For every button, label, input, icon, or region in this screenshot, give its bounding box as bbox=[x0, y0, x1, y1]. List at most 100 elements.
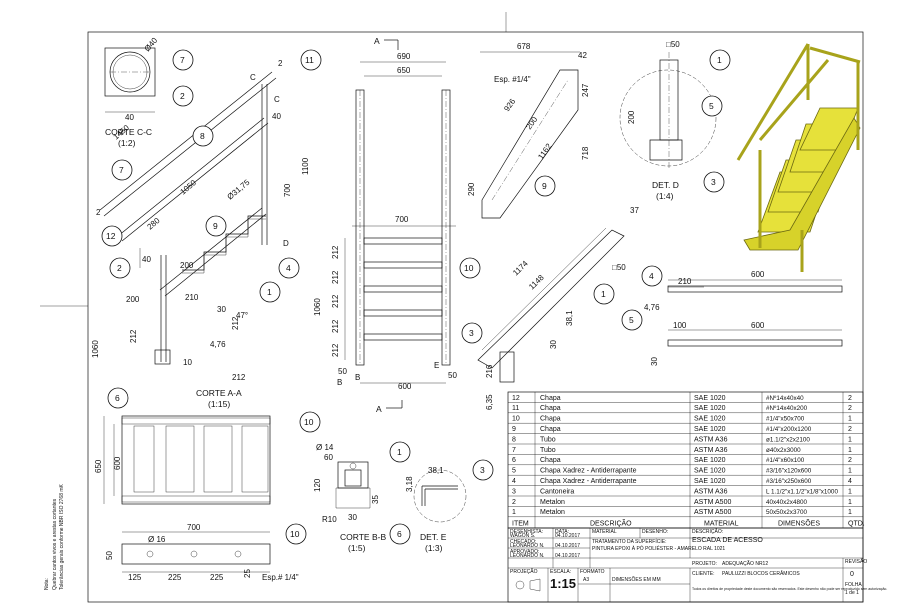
bom-cell-r5-c4: 1 bbox=[848, 447, 852, 454]
stringer-dim-37: 37 bbox=[630, 206, 639, 215]
bom-cell-r2-c0: 10 bbox=[512, 416, 520, 423]
plate5-dim-30: 30 bbox=[650, 357, 659, 366]
side-note-title: Nota: bbox=[44, 578, 50, 590]
corte-bb-30: 30 bbox=[348, 513, 357, 522]
plate9-dim-678: 678 bbox=[517, 42, 531, 51]
stringer-dim-1174: 1174 bbox=[511, 259, 530, 278]
tb-legal: Todos os direitos de propriedade deste d… bbox=[692, 587, 887, 591]
section-a-bottom: A bbox=[376, 404, 382, 414]
bom-cell-r5-c1: Tubo bbox=[540, 447, 556, 454]
balloon-10c: 10 bbox=[290, 529, 300, 539]
bom-cell-r1-c1: Chapa bbox=[540, 405, 561, 412]
tb-cliente-label: CLIENTE: bbox=[692, 571, 715, 577]
label-c2: C bbox=[274, 95, 280, 104]
plate9-dim-247: 247 bbox=[581, 83, 590, 97]
tb-data-label: DATA: bbox=[555, 529, 569, 535]
plate4-dim-476: 4,76 bbox=[644, 303, 660, 312]
tb-checado-label: CHECADO: bbox=[510, 539, 536, 545]
label-d: D bbox=[283, 239, 289, 248]
bom-cell-r7-c0: 5 bbox=[512, 468, 516, 475]
front-label-b2: B bbox=[337, 378, 342, 387]
front-dim-600: 600 bbox=[398, 382, 412, 391]
view-corte-aa: 1450 1050 280 1100 700 200 200 210 30 4,… bbox=[91, 59, 310, 409]
bom-cell-r8-c4: 4 bbox=[848, 478, 852, 485]
isometric-stair-illustration bbox=[736, 43, 861, 272]
plate9-dim-718: 718 bbox=[581, 146, 590, 160]
plate9-label: Esp. #1/4" bbox=[494, 75, 531, 84]
bom-cell-r6-c4: 2 bbox=[848, 457, 852, 464]
bom-cell-r0-c4: 2 bbox=[848, 395, 852, 402]
stringer-dim-635: 6,35 bbox=[485, 394, 494, 410]
tb-desenhista: WAGON S. bbox=[510, 533, 535, 539]
bom-cell-r5-c0: 7 bbox=[512, 447, 516, 454]
bom-cell-r4-c0: 8 bbox=[512, 436, 516, 443]
tb-data2: 04.10.2017 bbox=[555, 543, 580, 549]
view-stringer-10: 37 1174 1148 □50 38,1 30 216 6,35 bbox=[477, 206, 639, 410]
balloon-9b: 9 bbox=[542, 181, 547, 191]
view-front: A 690 650 700 212 212 212 212 212 1060 5… bbox=[313, 36, 457, 414]
balloon-1c: 1 bbox=[601, 289, 606, 299]
rail-dim-225b: 225 bbox=[210, 573, 224, 582]
bom-cell-r8-c2: SAE 1020 bbox=[694, 478, 726, 485]
front-dim-212d: 212 bbox=[331, 319, 340, 333]
label-c1: C bbox=[250, 73, 256, 82]
tb-unidades: DIMENSÕES EM MM bbox=[612, 576, 661, 583]
tb-escala-label: ESCALA: bbox=[550, 569, 571, 575]
label-40-side: 40 bbox=[142, 255, 151, 264]
bom-cell-r10-c0: 2 bbox=[512, 499, 516, 506]
bom-header-3: DIMENSÕES bbox=[778, 518, 820, 527]
corte-cc-dia: Ø40 bbox=[143, 35, 160, 53]
dim-30: 30 bbox=[217, 305, 226, 314]
bom-cell-r0-c2: SAE 1020 bbox=[694, 395, 726, 402]
rail-dim-25: 25 bbox=[243, 569, 252, 578]
tb-aprovado-label: APROVADO: bbox=[510, 549, 539, 555]
balloon-3b: 3 bbox=[469, 328, 474, 338]
rail-label: Esp.# 1/4" bbox=[262, 573, 299, 582]
balloon-8: 8 bbox=[200, 131, 205, 141]
bom-cell-r10-c1: Metalon bbox=[540, 499, 565, 506]
front-label-b1: B bbox=[355, 373, 360, 382]
view-plates-4-5: 600 210 4,76 600 100 30 bbox=[644, 270, 843, 366]
bom-cell-r11-c3: 50x50x2x3700 bbox=[766, 509, 807, 516]
rail-dim-125: 125 bbox=[128, 573, 142, 582]
dim-200b: 200 bbox=[126, 295, 140, 304]
balloon-5b: 5 bbox=[629, 315, 634, 325]
plate9-dim-200: 200 bbox=[524, 115, 539, 132]
bom-cell-r3-c1: Chapa bbox=[540, 426, 561, 433]
tb-revisao-label: REVISÃO bbox=[845, 558, 867, 565]
tb-folha: 1 de 1 bbox=[845, 590, 859, 596]
dim-200a: 200 bbox=[180, 261, 194, 270]
corte-aa-title: CORTE A-A bbox=[196, 388, 242, 398]
bom-cell-r10-c2: ASTM A500 bbox=[694, 499, 731, 506]
dete-dim-381: 38,1 bbox=[428, 466, 444, 475]
front-dim-212b: 212 bbox=[331, 270, 340, 284]
dim-10: 10 bbox=[183, 358, 192, 367]
dim-47: 47° bbox=[236, 311, 248, 320]
rail-dim-50: 50 bbox=[105, 551, 114, 560]
balloon-9a: 9 bbox=[213, 221, 218, 231]
corte-bb-title: CORTE B-B bbox=[340, 532, 386, 542]
tb-formato-label: FORMATO bbox=[580, 569, 605, 575]
corte-bb-60: 60 bbox=[324, 453, 333, 462]
bom-cell-r11-c2: ASTM A500 bbox=[694, 509, 731, 516]
bom-cell-r8-c0: 4 bbox=[512, 478, 516, 485]
balloon-1d: 1 bbox=[397, 447, 402, 457]
bom-cell-r6-c2: SAE 1020 bbox=[694, 457, 726, 464]
balloon-7b: 7 bbox=[119, 165, 124, 175]
rail-dim-16: Ø 16 bbox=[148, 535, 166, 544]
bom-cell-r2-c3: #1/4"x50x700 bbox=[766, 416, 805, 423]
bom-cell-r7-c1: Chapa Xadrez - Antiderrapante bbox=[540, 468, 637, 475]
dim-700: 700 bbox=[283, 183, 292, 197]
balloon-10b: 10 bbox=[304, 417, 314, 427]
corte-cc-scale: (1:2) bbox=[118, 138, 136, 148]
detd-scale: (1:4) bbox=[656, 191, 674, 201]
tb-tratamento: PINTURA EPOXI À PÓ POLIÉSTER - AMARELO R… bbox=[592, 545, 725, 552]
balloon-5a: 5 bbox=[709, 101, 714, 111]
balloon-4b: 4 bbox=[649, 271, 654, 281]
tb-material-label: MATERIAL bbox=[592, 529, 617, 535]
bom-cell-r3-c2: SAE 1020 bbox=[694, 426, 726, 433]
bom-cell-r11-c4: 1 bbox=[848, 509, 852, 516]
plate4-dim-210: 210 bbox=[678, 277, 692, 286]
dim-212c: 212 bbox=[232, 373, 246, 382]
